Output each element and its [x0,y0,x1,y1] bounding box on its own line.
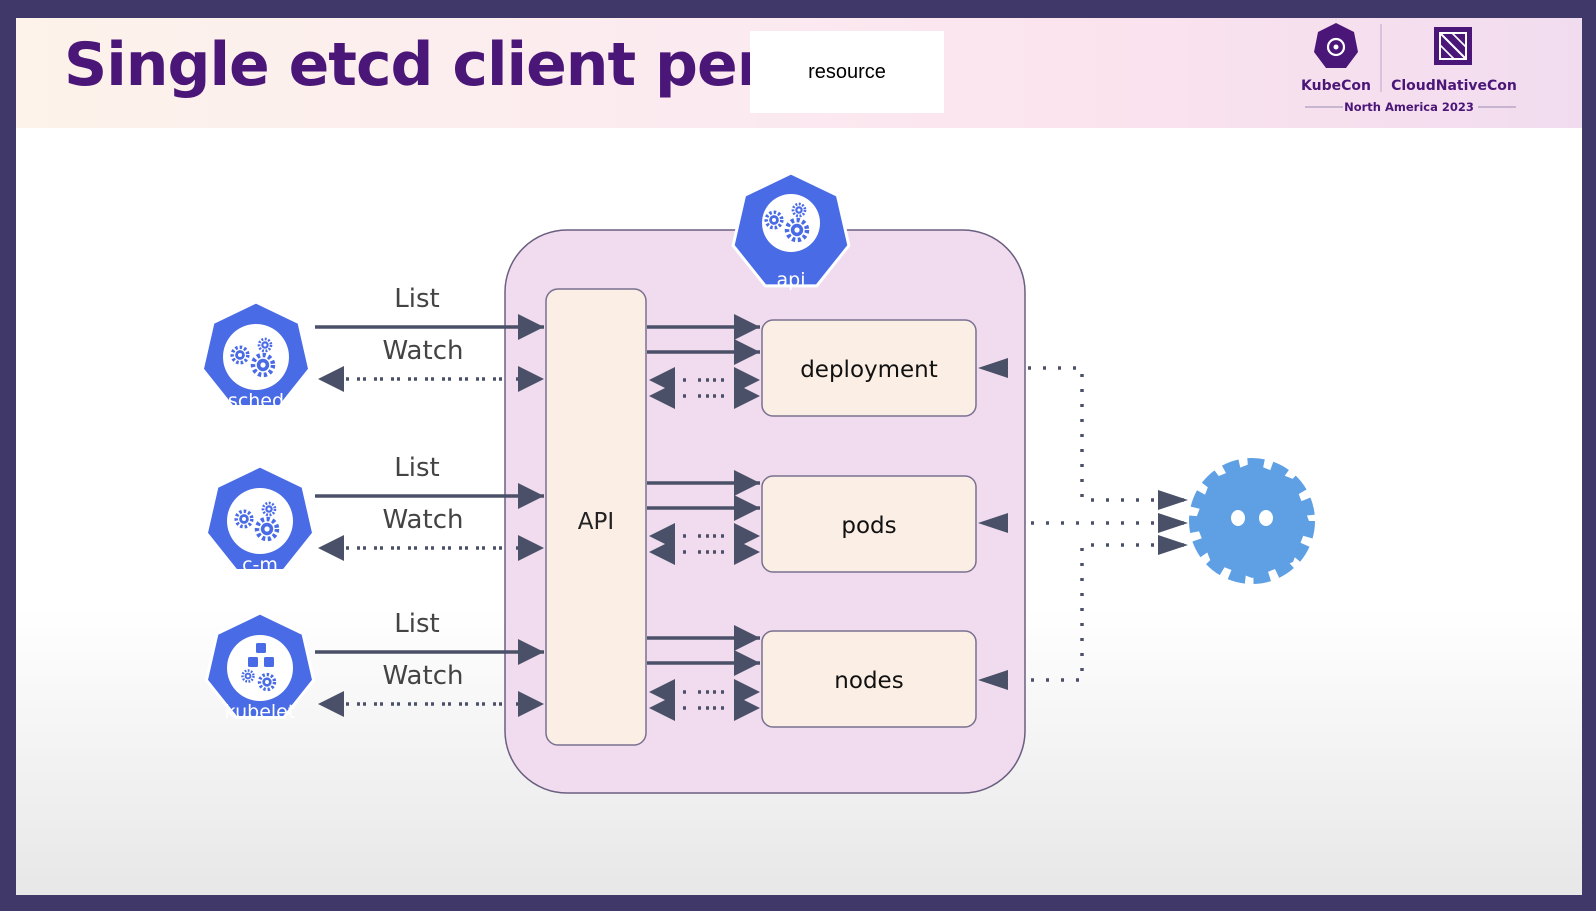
list-label: List [394,453,439,483]
resource-nodes: nodes [761,630,977,728]
title-overlay-box: resource [750,31,944,113]
etcd-resource-links [1024,366,1184,682]
client-label: sched [228,390,284,412]
architecture-diagram: KubeCon CloudNativeCon North America 202… [200,23,1517,794]
client-kubelet: kubelet [204,611,316,723]
api-server-label: api [777,269,806,291]
api-bar-label: API [578,509,614,535]
slide: Single etcd client per resource [16,18,1582,895]
watch-label: Watch [383,336,464,366]
etcd-icon [1189,458,1315,584]
resource-label: nodes [834,668,903,694]
resource-pods: pods [761,475,977,573]
slide-title: Single etcd client per [64,30,766,100]
resource-label: pods [841,513,896,539]
event-label: North America 2023 [1344,100,1474,114]
client-label: c-m [242,554,278,576]
resource-label: deployment [800,357,938,383]
client-c-m: c-m [204,464,316,576]
watch-label: Watch [383,505,464,535]
list-label: List [394,284,439,314]
api-bar [545,288,647,746]
client-sched: sched [200,300,312,412]
cloudnativecon-label: CloudNativeCon [1391,78,1517,94]
etcd-arrowheads [978,358,1188,690]
kubecon-label: KubeCon [1301,78,1371,94]
list-label: List [394,609,439,639]
resource-deployment: deployment [761,319,977,417]
api-resource-arrows [647,314,760,721]
client-api-arrows [315,314,544,717]
watch-label: Watch [383,661,464,691]
client-label: kubelet [225,701,296,723]
cloudnativecon-logo: CloudNativeCon [1391,27,1517,94]
kubecon-logo: KubeCon [1301,23,1371,94]
api-server-badge: api [731,171,851,291]
